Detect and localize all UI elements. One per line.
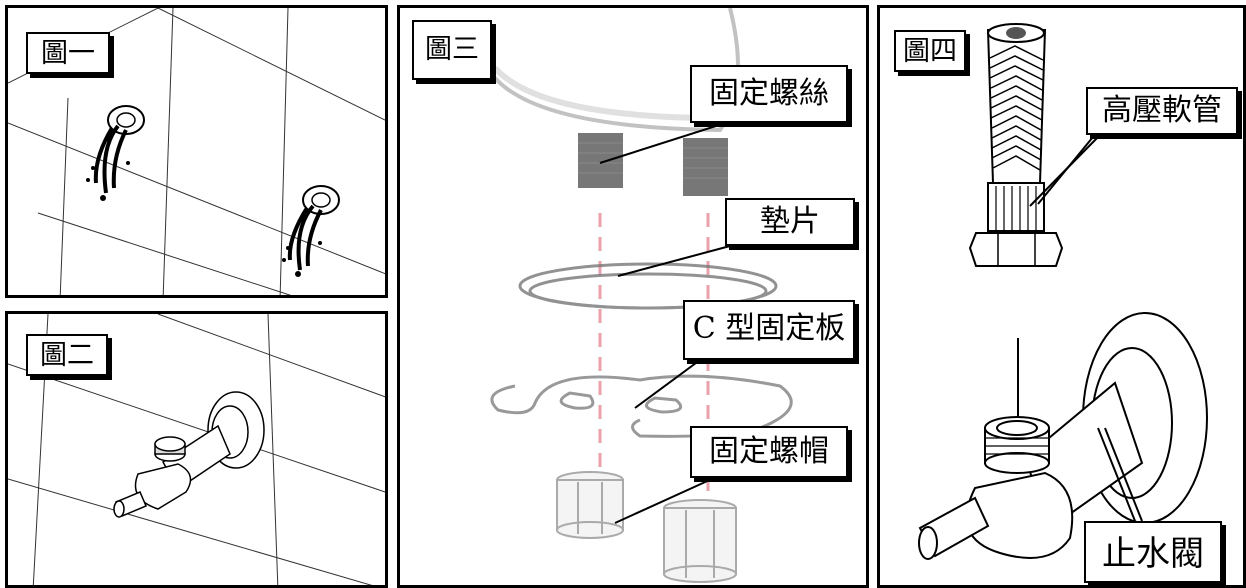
tiled-wall-illustration xyxy=(8,8,385,295)
exploded-assembly-illustration xyxy=(490,8,793,583)
callout-stop-valve: 止水閥 xyxy=(1084,521,1222,583)
callout-high-pressure-hose: 高壓軟管 xyxy=(1086,87,1238,135)
figure-3-label: 圖三 xyxy=(412,20,492,80)
figure-1-panel: 圖一 xyxy=(5,5,388,298)
c-plate-icon xyxy=(490,374,793,438)
figure-4-label: 圖四 xyxy=(894,30,966,72)
callout-fixing-nut: 固定螺帽 xyxy=(690,426,848,478)
figure-4-panel: 圖四 高壓軟管 止水閥 xyxy=(877,5,1246,588)
figure-2-label: 圖二 xyxy=(26,334,108,376)
figure-1-label: 圖一 xyxy=(26,32,110,74)
figure-2-panel: 圖二 xyxy=(5,311,388,588)
callout-fixing-screw: 固定螺絲 xyxy=(690,65,848,123)
figure-3-panel: 圖三 固定螺絲 墊片 C 型固定板 固定螺帽 xyxy=(397,5,869,588)
braided-hose-icon xyxy=(968,23,1064,267)
hose-and-valve-illustration xyxy=(918,23,1208,560)
angle-valve-icon xyxy=(113,391,265,518)
callout-washer: 墊片 xyxy=(725,198,855,246)
wall-hole-icon xyxy=(282,185,340,277)
wall-valve-illustration xyxy=(8,314,385,585)
wall-hole-icon xyxy=(86,105,145,201)
nut-icon xyxy=(556,471,737,583)
callout-c-plate: C 型固定板 xyxy=(683,300,855,360)
screw-icon xyxy=(578,133,728,196)
washer-icon xyxy=(518,262,778,310)
